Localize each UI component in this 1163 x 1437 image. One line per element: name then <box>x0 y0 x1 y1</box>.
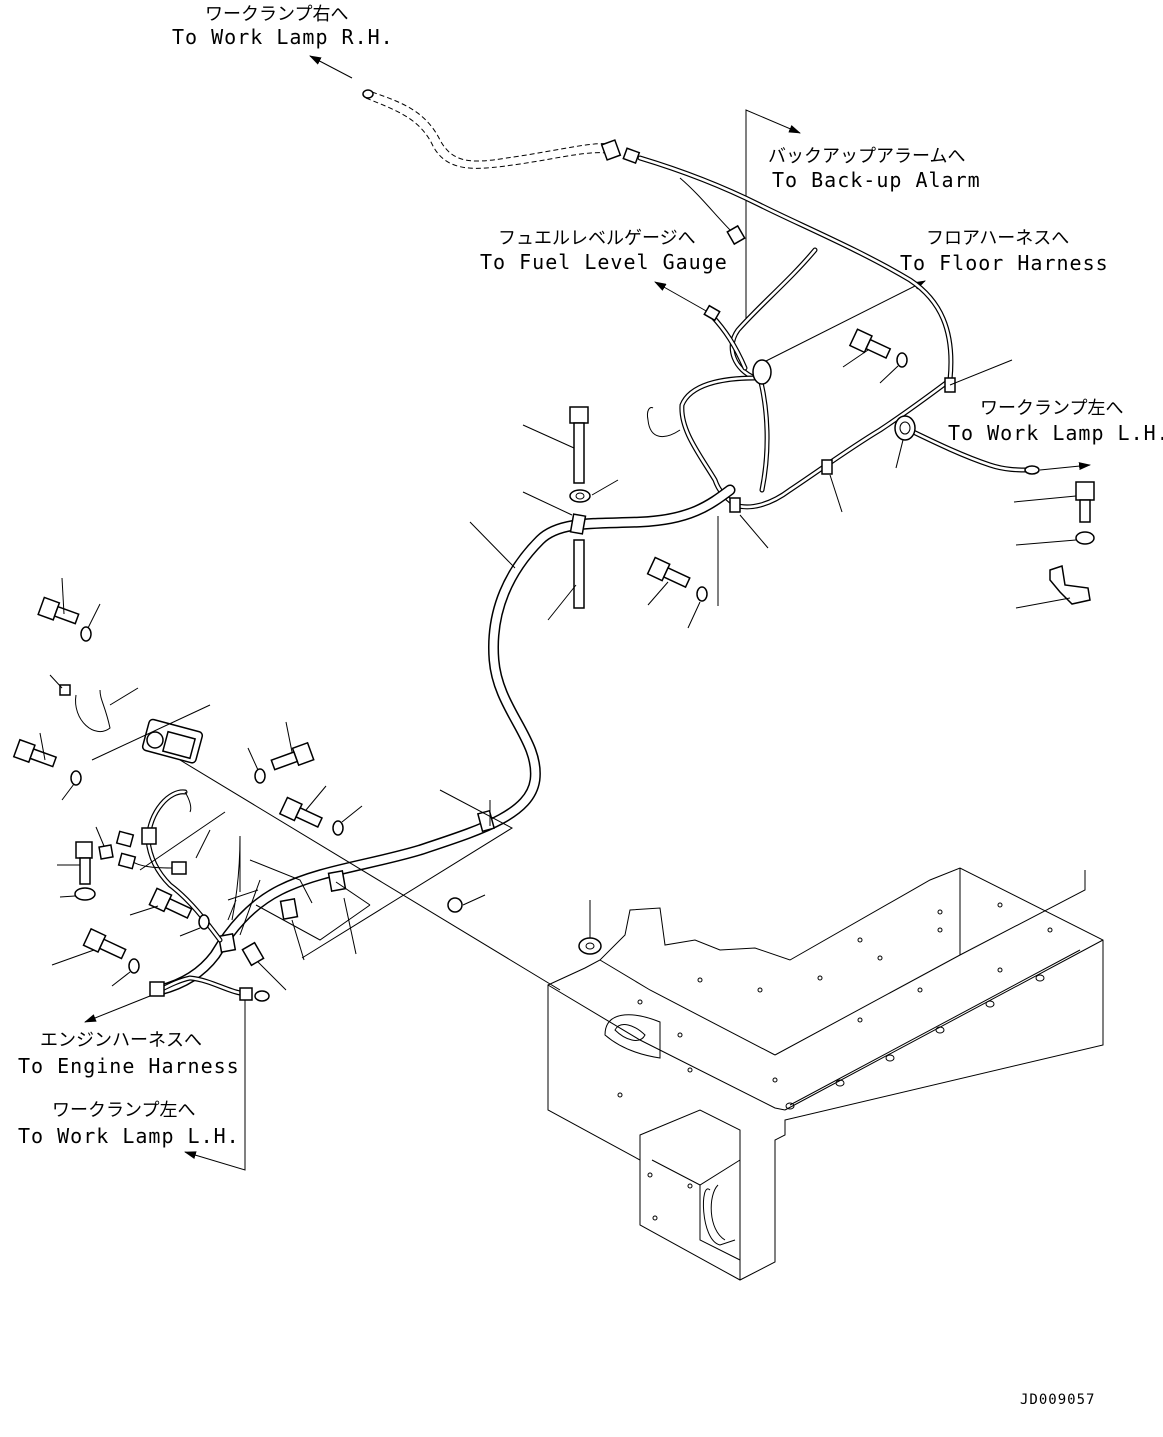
work-lamp-rh-wire <box>362 89 641 169</box>
frame-structure <box>547 867 1104 1281</box>
arrow-backup-alarm <box>745 109 801 322</box>
label-backup-alarm-jp: バックアップアラームへ <box>768 146 965 167</box>
label-work-lamp-lh-right-jp: ワークランプ左へ <box>980 398 1123 419</box>
label-floor-harness-jp: フロアハーネスへ <box>926 228 1069 249</box>
label-work-lamp-rh-en: To Work Lamp R.H. <box>172 25 394 49</box>
clamp-bracket-left <box>49 674 139 733</box>
label-work-lamp-lh-right-en: To Work Lamp L.H. <box>948 421 1163 445</box>
arrow-work-lamp-rh <box>309 55 353 79</box>
label-fuel-gauge-jp: フュエルレベルゲージへ <box>498 228 696 249</box>
label-fuel-gauge-en: To Fuel Level Gauge <box>480 250 728 274</box>
main-harness-cable <box>154 484 736 996</box>
relay-component <box>91 704 211 764</box>
drawing-code: JD009057 <box>1020 1392 1095 1408</box>
arrow-work-lamp-lh-right <box>1039 462 1091 471</box>
arrow-floor-harness <box>763 280 926 363</box>
label-backup-alarm-en: To Back-up Alarm <box>772 168 981 192</box>
label-work-lamp-lh-left-jp: ワークランプ左へ <box>52 1100 195 1121</box>
label-work-lamp-lh-left-en: To Work Lamp L.H. <box>18 1124 240 1148</box>
arrow-work-lamp-lh-left <box>184 998 246 1171</box>
main-harness-upper <box>637 155 1040 513</box>
arrow-fuel-gauge <box>654 281 709 313</box>
label-engine-harness-jp: エンジンハーネスへ <box>40 1030 202 1051</box>
clamp-outline <box>255 881 371 941</box>
callout-lines <box>139 359 1013 991</box>
bolts-and-washers <box>12 328 1095 987</box>
label-work-lamp-rh-jp: ワークランプ右へ <box>205 4 348 25</box>
label-floor-harness-en: To Floor Harness <box>900 251 1109 275</box>
arrow-engine-harness <box>84 995 151 1023</box>
label-engine-harness-en: To Engine Harness <box>18 1054 240 1078</box>
